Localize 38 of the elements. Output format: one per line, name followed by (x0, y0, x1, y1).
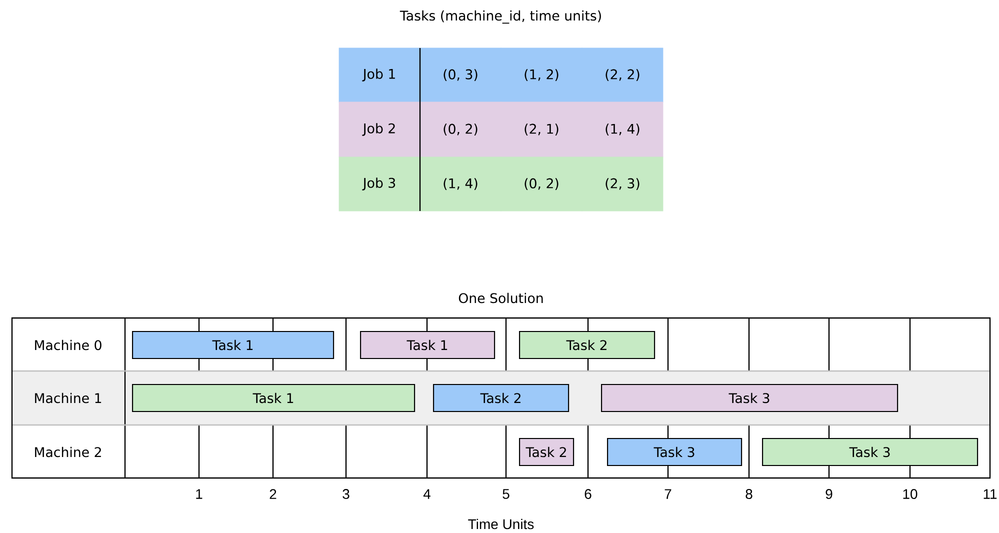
task-bar: Task 1 (360, 330, 496, 360)
tick-label: 5 (502, 489, 510, 499)
table-cell: (2, 1) (500, 102, 582, 158)
table-cell: (2, 2) (582, 48, 664, 102)
tick-label: 4 (423, 489, 430, 499)
task-bar: Task 3 (601, 384, 898, 412)
tick-label: 9 (826, 489, 832, 499)
tick-label: 2 (270, 489, 276, 499)
task-bar: Task 1 (132, 384, 416, 412)
task-bar: Task 1 (132, 330, 334, 360)
row-header-cell: Job 1 (338, 48, 420, 102)
tick-label: 11 (984, 489, 997, 499)
task-bar: Task 2 (519, 438, 574, 466)
tick-label: 8 (746, 489, 752, 499)
task-bar: Task 2 (433, 384, 570, 412)
row-header-cell: Job 3 (338, 156, 420, 212)
task-bar: Task 3 (607, 438, 742, 466)
table-cell: (0, 2) (420, 102, 502, 158)
tick-label: 10 (903, 489, 918, 499)
row-header-cell: Job 2 (338, 102, 420, 158)
task-bar: Task 3 (762, 438, 978, 466)
table-title: Tasks (machine_id, time units) (400, 10, 601, 24)
table-cell: (2, 3) (582, 156, 664, 212)
machine-label: Machine 1 (35, 392, 102, 404)
task-bar: Task 2 (519, 330, 656, 360)
table-cell: (0, 3) (420, 48, 502, 102)
tick-label: 1 (196, 489, 202, 499)
table-cell: (1, 2) (500, 48, 582, 102)
tick-label: 6 (584, 489, 592, 499)
machine-label: Machine 0 (35, 340, 102, 350)
tick-label: 7 (664, 489, 672, 499)
axis-title: Time Units (468, 518, 534, 530)
tick-label: 3 (342, 489, 350, 499)
machine-label: Machine 2 (35, 446, 101, 458)
table-cell: (1, 4) (420, 156, 502, 212)
chart-title: One Solution (458, 292, 543, 304)
table-cell: (1, 4) (582, 102, 664, 158)
table-cell: (0, 2) (500, 156, 582, 212)
